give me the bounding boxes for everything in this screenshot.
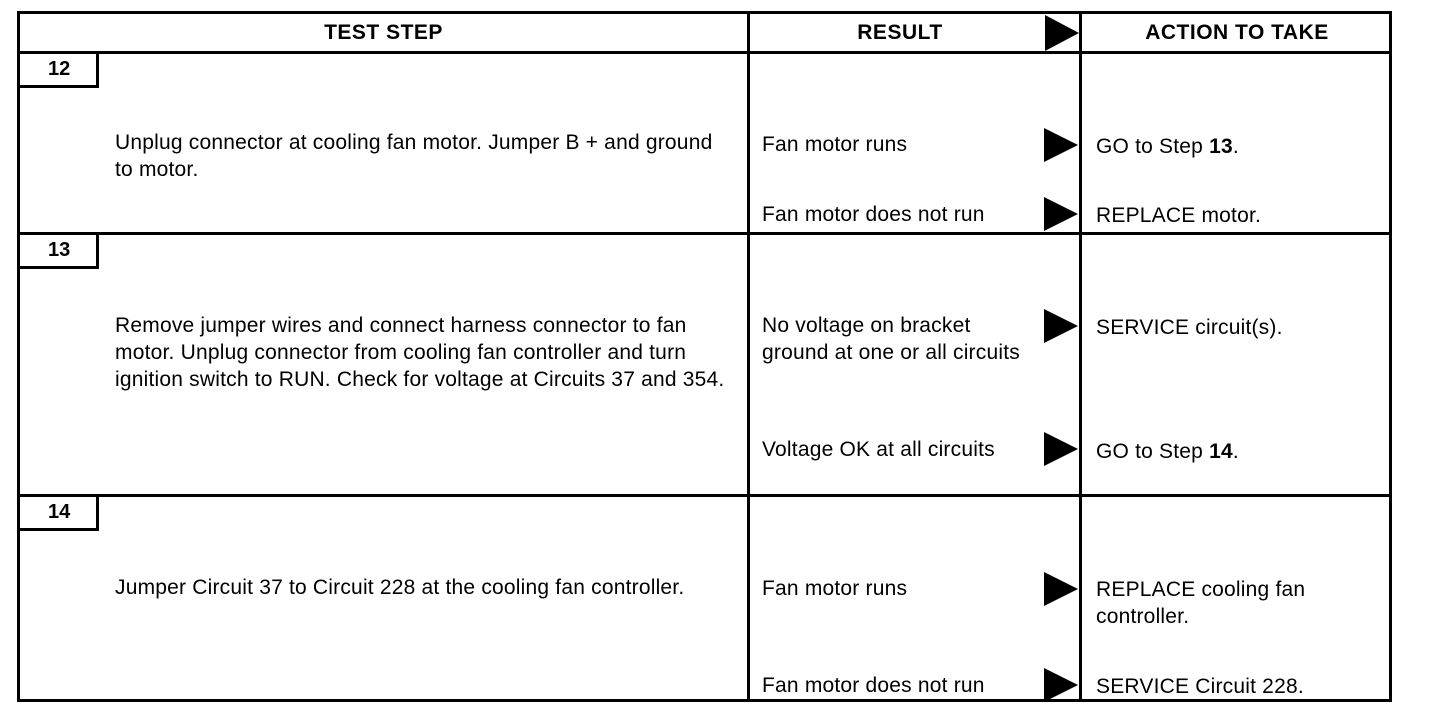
diagnostic-table: TEST STEP RESULT ACTION TO TAKE 12 Unplu…: [17, 11, 1392, 702]
step-12-description: Unplug connector at cooling fan motor. J…: [115, 131, 713, 181]
step-13-result-2: Voltage OK at all circuits: [762, 438, 995, 461]
step-13-result-1: No voltage on bracket ground at one or a…: [762, 314, 1020, 364]
header-test-step: TEST STEP: [324, 20, 443, 44]
step-number-12: 12: [20, 54, 99, 88]
step-13-action-1: SERVICE circuit(s).: [1096, 316, 1283, 339]
header-action: ACTION TO TAKE: [1145, 20, 1329, 44]
step-14-result-2: Fan motor does not run: [762, 674, 985, 697]
step-12-arrow-1-icon: [1044, 128, 1078, 162]
step-13-arrow-2-icon: [1044, 432, 1078, 466]
header-result: RESULT: [857, 20, 943, 44]
row-divider-13: [20, 494, 1389, 497]
step-13-arrow-1-icon: [1044, 309, 1078, 343]
step-14-description: Jumper Circuit 37 to Circuit 228 at the …: [115, 576, 685, 599]
step-number-14: 14: [20, 497, 99, 531]
step-12-result-1: Fan motor runs: [762, 133, 908, 156]
step-14-arrow-2-icon: [1044, 668, 1078, 702]
header-divider: [20, 51, 1389, 54]
header-arrow-icon: [1045, 15, 1079, 51]
step-14-action-1: REPLACE cooling fan controller.: [1096, 578, 1306, 628]
step-13-description: Remove jumper wires and connect harness …: [115, 314, 725, 391]
step-13-action-2: GO to Step 14.: [1096, 440, 1239, 463]
step-12-arrow-2-icon: [1044, 197, 1078, 231]
column-divider-result: [747, 14, 750, 699]
step-14-result-1: Fan motor runs: [762, 577, 908, 600]
step-12-action-1: GO to Step 13.: [1096, 135, 1239, 158]
step-number-13: 13: [20, 235, 99, 269]
step-14-arrow-1-icon: [1044, 572, 1078, 606]
step-14-action-2: SERVICE Circuit 228.: [1096, 675, 1304, 698]
column-divider-action: [1079, 14, 1082, 699]
step-12-result-2: Fan motor does not run: [762, 203, 985, 226]
step-12-action-2: REPLACE motor.: [1096, 204, 1262, 227]
row-divider-12: [20, 232, 1389, 235]
